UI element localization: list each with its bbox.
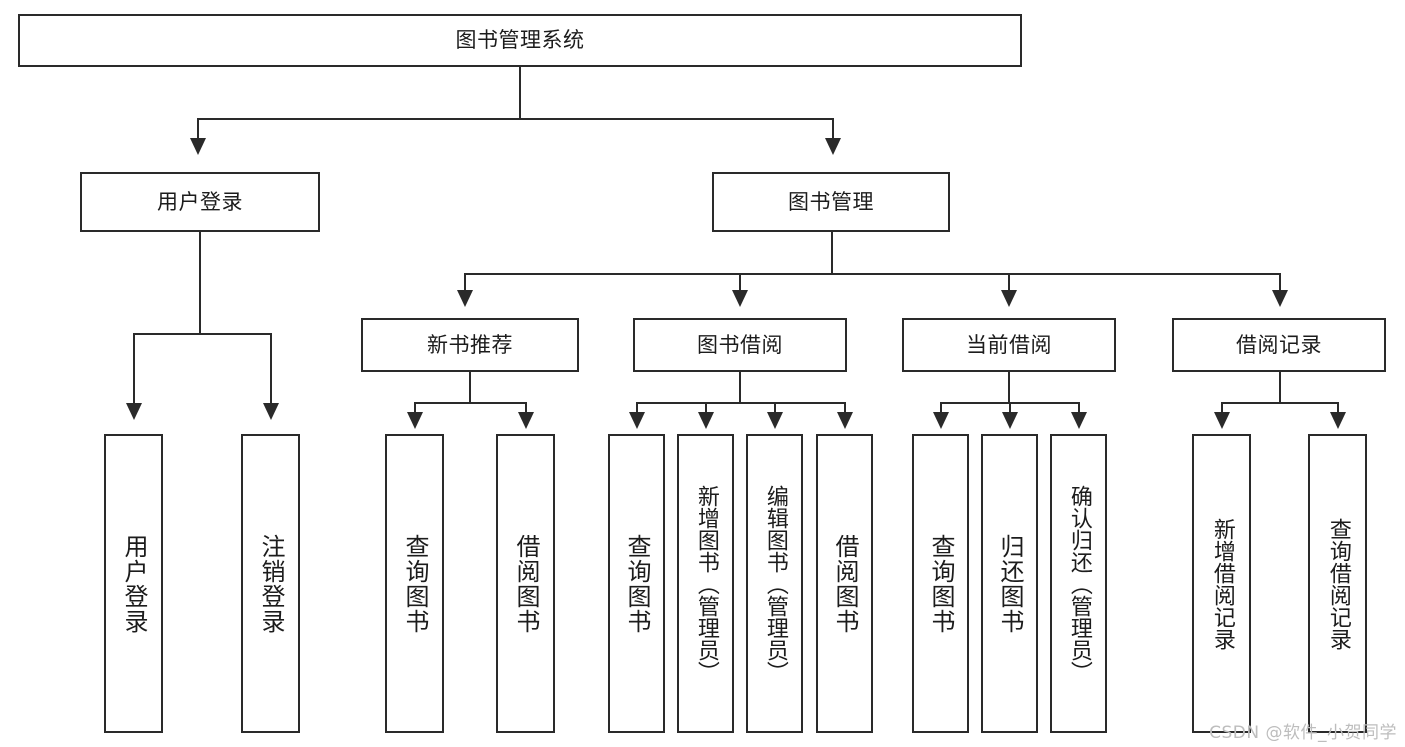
- node-label: 借阅记录: [1236, 332, 1322, 357]
- arrow-bm-to-current-borrow: [1001, 290, 1017, 307]
- leaf-borrow-record-1[interactable]: 新增借阅记录: [1192, 434, 1251, 733]
- edge-root-stem: [519, 67, 521, 119]
- edge-new-book-bus: [414, 402, 526, 404]
- edge-nb-to-leaf-2: [525, 402, 527, 416]
- leaf-user-login-1[interactable]: 用户登录: [104, 434, 163, 733]
- arrow-nb-to-leaf-2: [518, 412, 534, 429]
- arrow-user-login-to-leaf-1: [126, 403, 142, 420]
- edge-bb-to-leaf-1: [636, 402, 638, 416]
- leaf-book-borrow-2[interactable]: 新增图书（管理员）: [677, 434, 734, 733]
- edge-nb-to-leaf-1: [414, 402, 416, 416]
- edge-user-login-bus: [133, 333, 270, 335]
- edge-bb-to-leaf-3: [774, 402, 776, 416]
- edge-borrow-record-bus: [1221, 402, 1338, 404]
- edge-br-to-leaf-1: [1221, 402, 1223, 416]
- arrow-bm-to-book-borrow: [732, 290, 748, 307]
- node-current-borrow[interactable]: 当前借阅: [902, 318, 1116, 372]
- leaf-new-book-1[interactable]: 查询图书: [385, 434, 444, 733]
- edge-cb-to-leaf-1: [940, 402, 942, 416]
- edge-new-book-stem: [469, 372, 471, 403]
- node-new-book-recommend[interactable]: 新书推荐: [361, 318, 579, 372]
- edge-bm-to-current-borrow: [1008, 273, 1010, 295]
- edge-bm-to-borrow-record: [1279, 273, 1281, 295]
- edge-user-login-stem: [199, 232, 201, 334]
- arrow-bb-to-leaf-2: [698, 412, 714, 429]
- node-label: 借阅图书: [830, 533, 859, 634]
- arrow-cb-to-leaf-3: [1071, 412, 1087, 429]
- node-label: 图书管理: [788, 189, 874, 214]
- csdn-watermark: CSDN @软件_小贺同学: [1209, 723, 1397, 743]
- arrow-nb-to-leaf-1: [407, 412, 423, 429]
- node-borrow-record[interactable]: 借阅记录: [1172, 318, 1386, 372]
- arrow-bm-to-borrow-record: [1272, 290, 1288, 307]
- node-label: 归还图书: [995, 533, 1024, 634]
- edge-book-management-bus: [464, 273, 1281, 275]
- edge-bb-to-leaf-2: [705, 402, 707, 416]
- node-label: 确认归还（管理员）: [1066, 484, 1092, 683]
- node-label: 图书借阅: [697, 332, 783, 357]
- arrow-bb-to-leaf-3: [767, 412, 783, 429]
- node-root-book-management-system[interactable]: 图书管理系统: [18, 14, 1022, 67]
- edge-root-to-book-management: [832, 118, 834, 144]
- node-label: 当前借阅: [966, 332, 1052, 357]
- node-label: 编辑图书（管理员）: [762, 484, 788, 683]
- leaf-book-borrow-1[interactable]: 查询图书: [608, 434, 665, 733]
- edge-bb-to-leaf-4: [844, 402, 846, 416]
- node-label: 新增借阅记录: [1209, 517, 1235, 650]
- arrow-bb-to-leaf-4: [837, 412, 853, 429]
- edge-user-login-to-leaf-2: [270, 333, 272, 408]
- leaf-user-login-2[interactable]: 注销登录: [241, 434, 300, 733]
- node-label: 查询图书: [622, 533, 651, 634]
- leaf-current-borrow-3[interactable]: 确认归还（管理员）: [1050, 434, 1107, 733]
- leaf-current-borrow-2[interactable]: 归还图书: [981, 434, 1038, 733]
- node-user-login[interactable]: 用户登录: [80, 172, 320, 232]
- edge-root-bus: [197, 118, 834, 120]
- node-label: 新书推荐: [427, 332, 513, 357]
- edge-root-to-user-login: [197, 118, 199, 144]
- node-label: 用户登录: [119, 533, 148, 634]
- node-label: 查询借阅记录: [1325, 517, 1351, 650]
- edge-book-borrow-bus: [636, 402, 846, 404]
- node-label: 用户登录: [157, 189, 243, 214]
- node-label: 查询图书: [400, 533, 429, 634]
- edge-bm-to-book-borrow: [739, 273, 741, 295]
- edge-cb-to-leaf-3: [1078, 402, 1080, 416]
- node-label: 查询图书: [926, 533, 955, 634]
- arrow-cb-to-leaf-2: [1002, 412, 1018, 429]
- node-label: 注销登录: [256, 533, 285, 634]
- node-label: 借阅图书: [511, 533, 540, 634]
- edge-bm-to-new-book: [464, 273, 466, 295]
- edge-user-login-to-leaf-1: [133, 333, 135, 408]
- arrow-user-login-to-leaf-2: [263, 403, 279, 420]
- edge-book-borrow-stem: [739, 372, 741, 403]
- node-book-management[interactable]: 图书管理: [712, 172, 950, 232]
- arrow-root-to-book-management: [825, 138, 841, 155]
- arrow-bb-to-leaf-1: [629, 412, 645, 429]
- edge-current-borrow-stem: [1008, 372, 1010, 403]
- node-book-borrow[interactable]: 图书借阅: [633, 318, 847, 372]
- leaf-new-book-2[interactable]: 借阅图书: [496, 434, 555, 733]
- leaf-borrow-record-2[interactable]: 查询借阅记录: [1308, 434, 1367, 733]
- arrow-br-to-leaf-2: [1330, 412, 1346, 429]
- edge-borrow-record-stem: [1279, 372, 1281, 403]
- arrow-bm-to-new-book: [457, 290, 473, 307]
- edge-br-to-leaf-2: [1337, 402, 1339, 416]
- arrow-br-to-leaf-1: [1214, 412, 1230, 429]
- leaf-book-borrow-3[interactable]: 编辑图书（管理员）: [746, 434, 803, 733]
- node-label: 图书管理系统: [455, 28, 585, 53]
- arrow-root-to-user-login: [190, 138, 206, 155]
- edge-cb-to-leaf-2: [1009, 402, 1011, 416]
- arrow-cb-to-leaf-1: [933, 412, 949, 429]
- edge-book-management-stem: [831, 232, 833, 274]
- leaf-book-borrow-4[interactable]: 借阅图书: [816, 434, 873, 733]
- node-label: 新增图书（管理员）: [693, 484, 719, 683]
- leaf-current-borrow-1[interactable]: 查询图书: [912, 434, 969, 733]
